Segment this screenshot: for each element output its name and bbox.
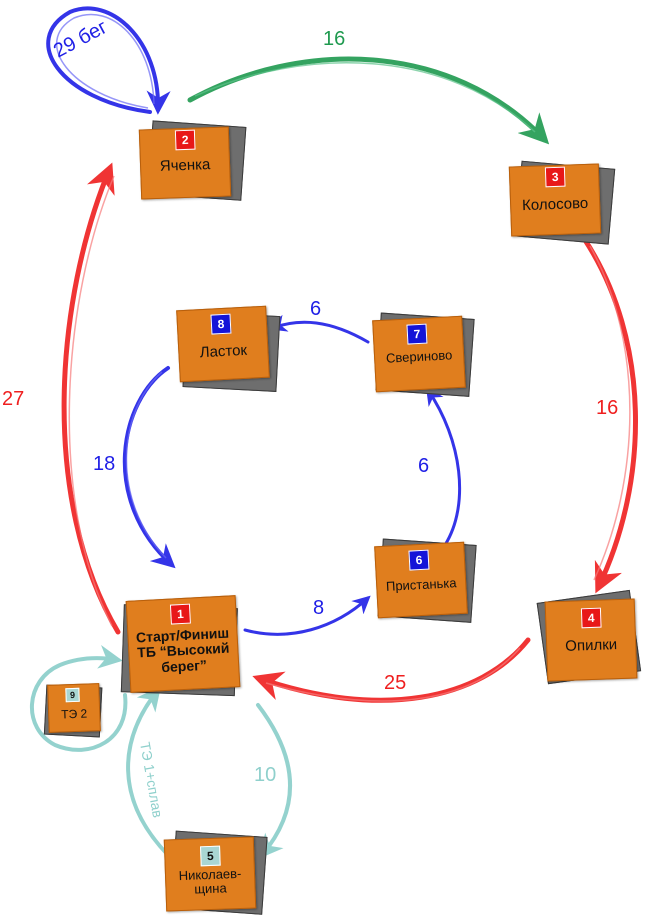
node-number-badge: 5 [200, 845, 221, 867]
node-number-badge: 7 [406, 323, 428, 345]
edge-8-1 [122, 366, 176, 569]
edge-label-1-6: 8 [313, 597, 324, 619]
node-1-start-finish: 1 Старт/Финиш ТБ “Высокий берег” [120, 595, 241, 697]
edge-1-9 [30, 645, 128, 752]
node-label: Николаев- щина [165, 866, 256, 898]
node-9-te2: 9 ТЭ 2 [43, 683, 103, 738]
node-label: Старт/Финиш ТБ “Высокий берег” [127, 625, 239, 677]
node-number-badge: 9 [65, 687, 80, 703]
edge-4-1 [252, 637, 531, 703]
node-6-pristanka: 6 Пристанька [374, 538, 477, 623]
edge-1-5 [256, 703, 292, 859]
node-label-line: Яченка [159, 156, 211, 175]
edge-label-3-4: 16 [596, 397, 618, 419]
node-label: Колосово [510, 195, 601, 215]
node-label: Яченка [140, 156, 231, 176]
edge-label-8-1: 18 [93, 453, 115, 475]
node-5-nikolaevshchina: 5 Николаев- щина [163, 830, 268, 915]
edge-5-1 [126, 686, 170, 857]
node-label: Опилки [546, 636, 637, 656]
edge-label-7-8: 6 [310, 298, 321, 320]
node-label-line: ТЭ 2 [60, 706, 88, 722]
node-4-opilki: 4 Опилки [536, 589, 642, 685]
edge-label-2-3: 16 [323, 28, 345, 50]
edge-1-6 [243, 595, 371, 636]
node-2-yachenka: 2 Яченка [138, 120, 247, 201]
node-label: ТЭ 2 [48, 707, 100, 722]
node-number-badge: 4 [580, 607, 602, 629]
edge-label-5-1: ТЭ 1+сплав [137, 741, 166, 819]
edge-label-1-2: 27 [2, 388, 24, 410]
node-number-badge: 6 [408, 549, 430, 571]
node-8-lastok: 8 Ласток [176, 305, 281, 392]
node-label-line: Колосово [521, 194, 589, 215]
node-7-sverinovo: 7 Свериново [372, 312, 475, 397]
node-number-badge: 3 [544, 166, 566, 188]
edge-7-8 [268, 314, 370, 344]
edge-2-2 [46, 6, 171, 115]
node-number-badge: 2 [174, 129, 196, 151]
edge-label-1-5: 10 [254, 764, 276, 786]
edge-2-3 [187, 56, 550, 145]
node-label-line: Опилки [564, 636, 618, 655]
edge-label-2-2: 29 бег [50, 16, 111, 62]
edge-label-4-1: 25 [384, 672, 406, 694]
edge-label-6-7: 6 [418, 455, 429, 477]
node-3-kolosovo: 3 Колосово [508, 160, 616, 245]
edge-6-7 [425, 387, 462, 547]
edge-1-2 [61, 162, 121, 635]
node-number-badge: 1 [169, 603, 191, 625]
node-number-badge: 8 [210, 313, 232, 335]
edge-3-4 [582, 237, 638, 594]
